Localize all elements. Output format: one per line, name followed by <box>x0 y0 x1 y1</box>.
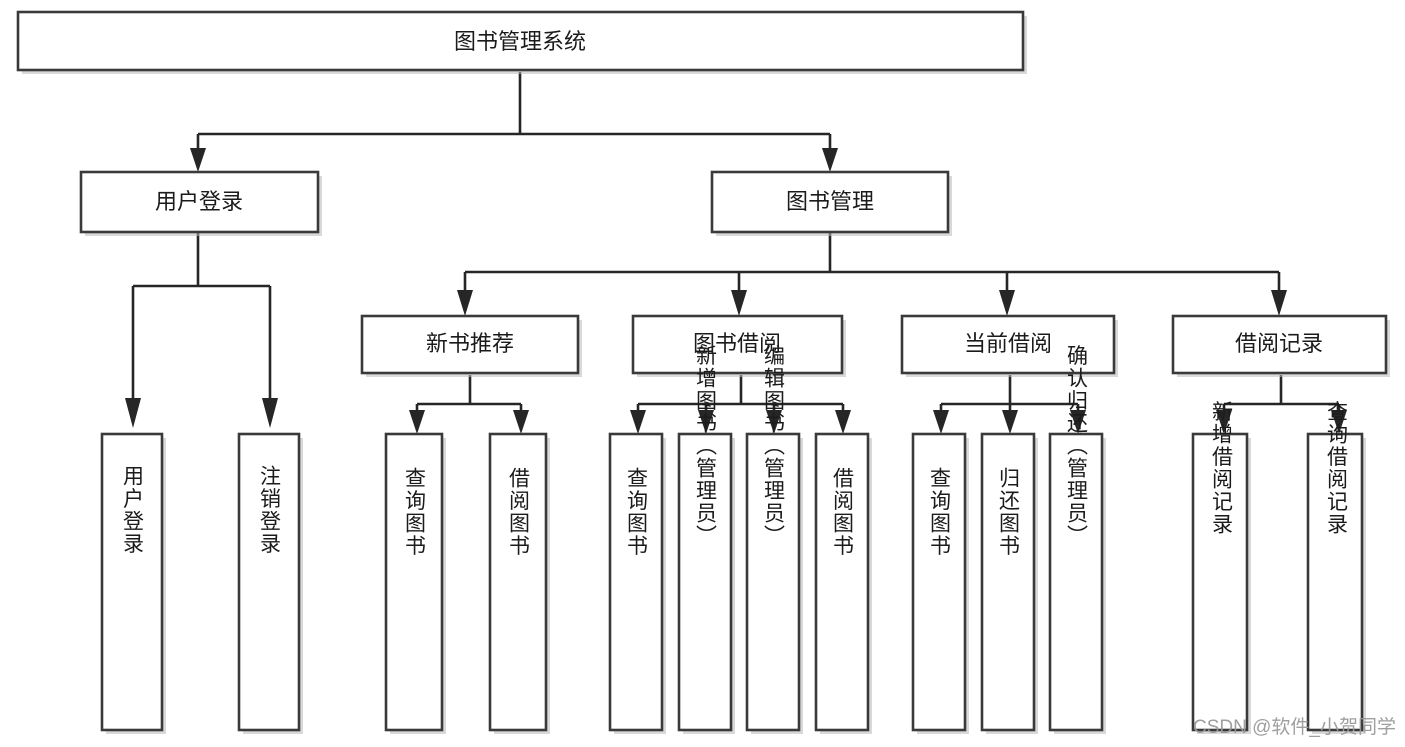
leaf-user-login-label: 用户登录 <box>121 465 145 555</box>
leaf-edit-book-label: 编辑图书（管理员） <box>762 345 786 548</box>
node-book-manage[interactable]: 图书管理 <box>710 170 952 236</box>
leaf-query-record-label: 查询借阅记录 <box>1325 401 1349 536</box>
leaf-query-record-box <box>1306 432 1364 732</box>
new-book-rec-label: 新书推荐 <box>426 331 514 356</box>
current-borrow-label: 当前借阅 <box>964 331 1052 356</box>
user-login-box <box>79 170 320 234</box>
arrow-to-leaf-user-login <box>125 398 141 428</box>
arrow-to-leaf-return-book <box>1002 410 1018 434</box>
arrow-to-leaf-logout <box>262 398 278 428</box>
node-leaf-user-login[interactable]: 用户登录 <box>100 432 166 734</box>
arrow-root-to-book-manage <box>822 148 838 172</box>
leaf-query-book-1-box <box>384 432 444 732</box>
leaf-query-book-3-label: 查询图书 <box>928 467 952 557</box>
leaf-logout-label: 注销登录 <box>258 465 282 555</box>
arrow-to-leaf-edit-book <box>766 410 782 434</box>
node-leaf-confirm-return[interactable]: 确认归还（管理员） <box>1048 345 1106 734</box>
borrow-record-box <box>1171 314 1388 375</box>
leaf-borrow-book-1-label: 借阅图书 <box>507 467 531 557</box>
arrow-to-current-borrow <box>999 290 1015 316</box>
book-manage-label: 图书管理 <box>786 189 874 214</box>
node-leaf-borrow-book-1[interactable]: 借阅图书 <box>488 432 550 734</box>
node-leaf-query-book-2[interactable]: 查询图书 <box>608 432 666 734</box>
node-borrow-record[interactable]: 借阅记录 <box>1171 314 1390 377</box>
arrow-to-leaf-query-book-2 <box>630 410 646 434</box>
leaf-query-book-3-box <box>911 432 967 732</box>
book-borrow-box <box>631 314 844 375</box>
leaf-add-book-label: 新增图书（管理员） <box>694 345 718 548</box>
leaf-return-book-label: 归还图书 <box>997 467 1021 557</box>
leaf-confirm-return-box <box>1048 432 1104 732</box>
connector-layer <box>125 72 1347 434</box>
csdn-watermark: CSDN @软件_小贺同学 <box>1193 716 1396 738</box>
node-user-login[interactable]: 用户登录 <box>79 170 322 236</box>
arrow-to-leaf-query-record <box>1331 410 1347 434</box>
current-borrow-box <box>900 314 1116 375</box>
arrow-to-borrow-record <box>1271 290 1287 316</box>
node-leaf-query-book-3[interactable]: 查询图书 <box>911 432 969 734</box>
leaf-add-record-label: 新增借阅记录 <box>1210 401 1234 536</box>
leaf-borrow-book-1-box <box>488 432 548 732</box>
arrow-to-new-book-rec <box>457 290 473 316</box>
arrow-to-book-borrow <box>731 290 747 316</box>
book-borrow-label: 图书借阅 <box>693 331 781 356</box>
node-book-borrow[interactable]: 图书借阅 <box>631 314 846 377</box>
node-root[interactable]: 图书管理系统 <box>16 10 1027 74</box>
node-leaf-return-book[interactable]: 归还图书 <box>980 432 1038 734</box>
arrow-to-leaf-confirm-return <box>1070 410 1086 434</box>
arrow-root-to-user-login <box>190 148 206 172</box>
leaf-borrow-book-2-label: 借阅图书 <box>831 467 855 557</box>
leaf-query-book-2-label: 查询图书 <box>625 467 649 557</box>
new-book-rec-box <box>360 314 580 375</box>
root-box <box>16 10 1025 72</box>
node-current-borrow[interactable]: 当前借阅 <box>900 314 1118 377</box>
leaf-return-book-box <box>980 432 1036 732</box>
node-leaf-query-book-1[interactable]: 查询图书 <box>384 432 446 734</box>
node-leaf-query-record[interactable]: 查询借阅记录 <box>1306 401 1366 735</box>
borrow-record-label: 借阅记录 <box>1235 331 1323 356</box>
root-label: 图书管理系统 <box>454 29 586 54</box>
user-login-label: 用户登录 <box>155 189 243 214</box>
arrow-to-leaf-add-book <box>698 410 714 434</box>
book-manage-box <box>710 170 950 234</box>
leaf-edit-book-box <box>745 432 801 732</box>
leaf-add-book-box <box>677 432 733 732</box>
node-leaf-edit-book[interactable]: 编辑图书（管理员） <box>745 345 803 734</box>
node-new-book-rec[interactable]: 新书推荐 <box>360 314 582 377</box>
arrow-to-leaf-borrow-book-2 <box>835 410 851 434</box>
leaf-add-record-box <box>1191 432 1249 732</box>
node-leaf-logout[interactable]: 注销登录 <box>237 432 303 734</box>
leaf-user-login-box <box>100 432 164 732</box>
leaf-confirm-return-label: 确认归还（管理员） <box>1065 345 1089 548</box>
leaf-borrow-book-2-box <box>814 432 870 732</box>
node-leaf-add-record[interactable]: 新增借阅记录 <box>1191 401 1251 735</box>
leaf-query-book-1-label: 查询图书 <box>403 467 427 557</box>
arrow-to-leaf-add-record <box>1216 410 1232 434</box>
node-leaf-borrow-book-2[interactable]: 借阅图书 <box>814 432 872 734</box>
leaf-logout-box <box>237 432 301 732</box>
node-leaf-add-book[interactable]: 新增图书（管理员） <box>677 345 735 734</box>
arrow-to-leaf-query-book-1 <box>409 410 425 434</box>
arrow-to-leaf-borrow-book-1 <box>513 410 529 434</box>
leaf-query-book-2-box <box>608 432 664 732</box>
arrow-to-leaf-query-book-3 <box>933 410 949 434</box>
